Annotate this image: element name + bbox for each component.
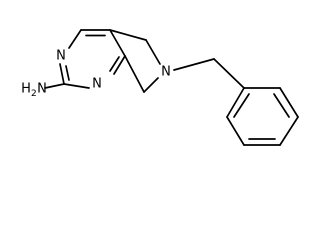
amine-n-label: N [37,82,47,97]
bond-benzene-2 [279,87,299,118]
bond-benzene-3 [279,116,299,146]
bond-benzene-6-inner [233,93,250,118]
amine-h-label: H [21,82,31,97]
amine-h-count: 2 [31,89,37,99]
bond-c2-nh2 [44,83,65,89]
bond-c7-c4 [124,55,145,93]
bond-n3-c2 [63,83,90,89]
bond-n6-ch2 [173,58,215,71]
bond-c4-n3 [113,55,126,75]
bond-c2-n1-inner [65,65,70,81]
bond-n6-c7 [143,77,159,93]
bond-c4a-c5 [109,29,147,41]
bond-c4-n3-inner [109,56,120,72]
molecule-structure-diagram: N N N H 2 N [21,29,299,146]
bond-c5-n6 [145,39,161,65]
bond-benzene-5 [226,116,245,146]
atom-label-n3: N [92,77,102,92]
atom-label-n6: N [161,65,171,80]
molecule-svg: N N N H 2 N [21,29,299,146]
bond-ch2-cipso [213,58,245,89]
bond-c4a-c4 [109,29,126,57]
bond-benzene-2-inner [273,93,290,118]
bond-c2-n1 [59,63,65,85]
bond-benzene-6 [226,87,245,118]
atom-label-n1: N [56,49,66,64]
bond-n1-c7a [68,29,82,49]
